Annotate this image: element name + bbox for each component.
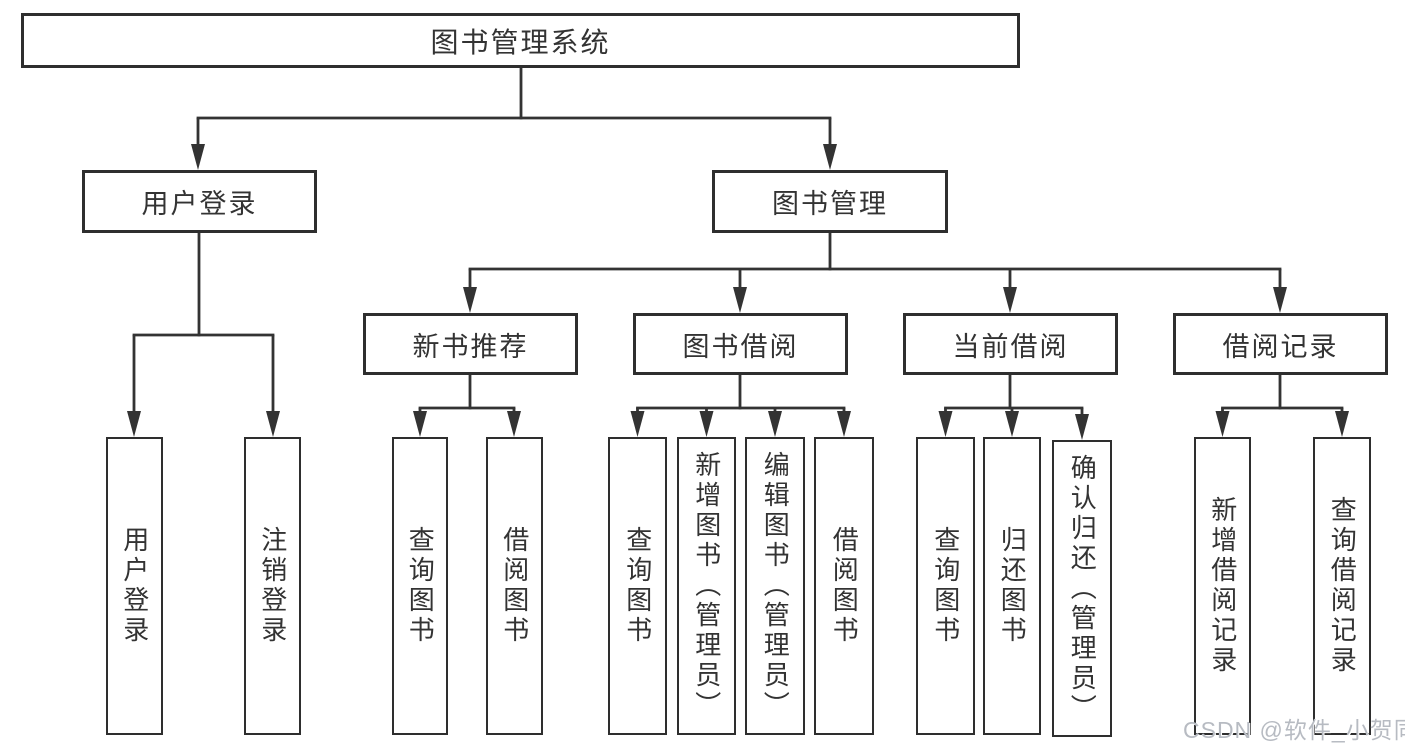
arrowheads-group — [127, 144, 1349, 440]
arrow-down-icon — [768, 411, 782, 437]
node-current-borrow: 当前借阅 — [903, 313, 1118, 375]
leaf-confirm-return-admin: 确认归还（管理员） — [1052, 440, 1112, 737]
node-library-management-system: 图书管理系统 — [21, 13, 1020, 68]
arrow-down-icon — [733, 287, 747, 313]
arrow-down-icon — [1005, 411, 1019, 437]
leaf-borrow-books: 借阅图书 — [814, 437, 874, 735]
arrow-down-icon — [823, 144, 837, 170]
node-user-login: 用户登录 — [82, 170, 317, 233]
arrow-down-icon — [1335, 411, 1349, 437]
leaf-borrow-books-recommend: 借阅图书 — [486, 437, 543, 735]
arrow-down-icon — [413, 411, 427, 437]
leaf-query-books-recommend: 查询图书 — [392, 437, 448, 735]
arrow-down-icon — [507, 411, 521, 437]
arrow-down-icon — [1273, 287, 1287, 313]
arrow-down-icon — [191, 144, 205, 170]
csdn-watermark: CSDN @软件_小贺同学 — [1183, 717, 1405, 743]
leaf-query-books-borrow: 查询图书 — [608, 437, 667, 735]
arrow-down-icon — [1215, 411, 1230, 437]
leaf-logout: 注销登录 — [244, 437, 301, 735]
node-new-book-recommend: 新书推荐 — [363, 313, 578, 375]
arrow-down-icon — [463, 287, 477, 313]
leaf-edit-books-admin: 编辑图书（管理员） — [745, 437, 805, 735]
arrow-down-icon — [630, 411, 645, 437]
leaf-add-borrow-record: 新增借阅记录 — [1194, 437, 1251, 735]
node-borrow-records: 借阅记录 — [1173, 313, 1388, 375]
arrow-down-icon — [266, 411, 280, 437]
leaf-add-books-admin: 新增图书（管理员） — [677, 437, 736, 735]
node-book-management: 图书管理 — [712, 170, 948, 233]
leaf-query-borrow-record: 查询借阅记录 — [1313, 437, 1371, 735]
leaf-query-books-current: 查询图书 — [916, 437, 975, 735]
arrow-down-icon — [699, 411, 714, 437]
leaf-return-books: 归还图书 — [983, 437, 1041, 735]
leaf-user-login: 用户登录 — [106, 437, 163, 735]
arrow-down-icon — [127, 411, 141, 437]
arrow-down-icon — [1075, 414, 1089, 440]
arrow-down-icon — [1003, 287, 1017, 313]
node-book-borrow: 图书借阅 — [633, 313, 848, 375]
arrow-down-icon — [837, 411, 851, 437]
arrow-down-icon — [938, 411, 953, 437]
